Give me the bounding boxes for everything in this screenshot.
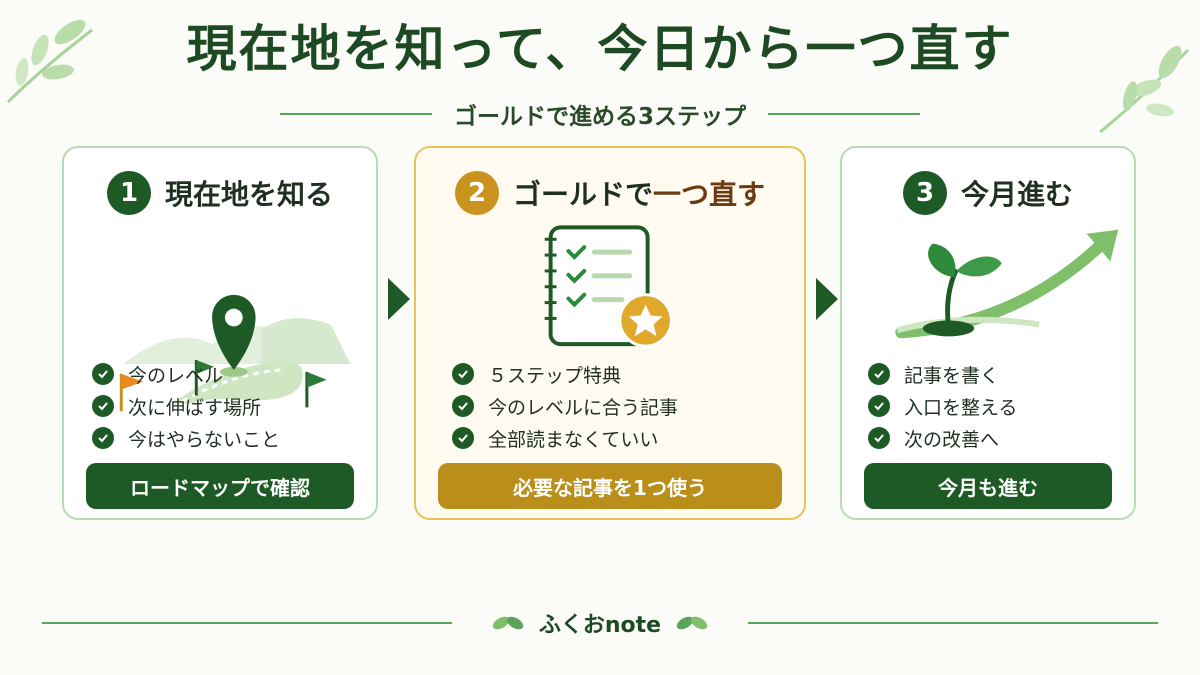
check-icon bbox=[92, 363, 114, 385]
list-item: 記事を書く bbox=[868, 358, 1017, 390]
check-icon bbox=[92, 395, 114, 417]
step-title: ゴールドで一つ直す bbox=[513, 173, 765, 213]
check-icon bbox=[452, 427, 474, 449]
leaf-icon bbox=[492, 616, 524, 630]
checklist: 記事を書く 入口を整える 次の改善へ bbox=[868, 358, 1017, 454]
checklist-item-label: 記事を書く bbox=[904, 364, 1000, 387]
leaf-icon bbox=[676, 616, 708, 630]
checklist-notebook-icon bbox=[544, 225, 673, 348]
footer-brand: ふくおnote bbox=[470, 604, 730, 642]
step-title-main: ゴールドで bbox=[512, 178, 653, 211]
step-title: 現在地を知る bbox=[164, 178, 333, 211]
step-number-badge: 3 bbox=[902, 171, 947, 215]
leaf-branch-left-icon bbox=[6, 19, 93, 104]
step-header: 3 今月進む bbox=[842, 170, 1134, 216]
footer-divider-left bbox=[42, 622, 452, 624]
step-title: 今月進む bbox=[960, 178, 1073, 211]
checklist-item-label: 今のレベルに合う記事 bbox=[488, 396, 679, 419]
checklist: 今のレベル 次に伸ばす場所 今はやらないこと bbox=[92, 358, 280, 454]
step-number-badge: 1 bbox=[106, 171, 151, 215]
check-icon bbox=[868, 395, 890, 417]
leaf-branch-right-icon bbox=[1099, 45, 1190, 134]
page-subtitle: ゴールドで進める3ステップ bbox=[454, 104, 747, 130]
list-item: 次の改善へ bbox=[868, 422, 1017, 454]
step-title-accent: 一つ直す bbox=[653, 178, 766, 211]
check-icon bbox=[452, 395, 474, 417]
checklist-item-label: 今のレベル bbox=[128, 364, 224, 387]
checklist: ５ステップ特典 今のレベルに合う記事 全部読まなくていい bbox=[452, 358, 678, 454]
list-item: 今のレベルに合う記事 bbox=[452, 390, 678, 422]
subtitle-row: ゴールドで進める3ステップ bbox=[280, 96, 921, 132]
list-item: 今はやらないこと bbox=[92, 422, 280, 454]
check-icon bbox=[452, 363, 474, 385]
list-item: 全部読まなくていい bbox=[452, 422, 678, 454]
next-arrow-icon bbox=[816, 278, 838, 320]
checklist-item-label: 全部読まなくていい bbox=[488, 428, 659, 451]
list-item: ５ステップ特典 bbox=[452, 358, 678, 390]
step-card-1: 1 現在地を知る 今のレベル 次に伸ばす場所 今はやらないこと ロードマップで確… bbox=[62, 146, 378, 520]
check-icon bbox=[868, 427, 890, 449]
check-icon bbox=[92, 427, 114, 449]
footer-divider-right bbox=[748, 622, 1158, 624]
use-article-button[interactable]: 必要な記事を1つ使う bbox=[438, 463, 782, 509]
step-header: 1 現在地を知る bbox=[64, 170, 376, 216]
map-pin-icon bbox=[119, 294, 351, 412]
checklist-item-label: 入口を整える bbox=[904, 396, 1018, 419]
checklist-item-label: 次の改善へ bbox=[904, 428, 1000, 451]
brand-name: ふくおnote bbox=[538, 613, 662, 638]
checklist-item-label: 次に伸ばす場所 bbox=[128, 396, 262, 419]
progress-this-month-button[interactable]: 今月も進む bbox=[864, 463, 1112, 509]
list-item: 今のレベル bbox=[92, 358, 280, 390]
next-arrow-icon bbox=[388, 278, 410, 320]
step-card-3: 3 今月進む 記事を書く 入口を整える 次の改善へ 今月も進む bbox=[840, 146, 1136, 520]
step-card-2: 2 ゴールドで一つ直す ５ステップ特典 今のレベルに合う記事 全部読まなくていい bbox=[414, 146, 806, 520]
checklist-item-label: ５ステップ特典 bbox=[488, 364, 622, 387]
checklist-item-label: 今はやらないこと bbox=[128, 428, 281, 451]
page-title: 現在地を知って、今日から一つ直す bbox=[186, 20, 1014, 78]
sprout-growth-icon bbox=[895, 229, 1119, 339]
roadmap-button[interactable]: ロードマップで確認 bbox=[86, 463, 354, 509]
divider bbox=[280, 113, 432, 115]
step-header: 2 ゴールドで一つ直す bbox=[416, 170, 804, 216]
check-icon bbox=[868, 363, 890, 385]
list-item: 次に伸ばす場所 bbox=[92, 390, 280, 422]
divider bbox=[768, 113, 921, 115]
step-number-badge: 2 bbox=[454, 171, 499, 215]
list-item: 入口を整える bbox=[868, 390, 1017, 422]
